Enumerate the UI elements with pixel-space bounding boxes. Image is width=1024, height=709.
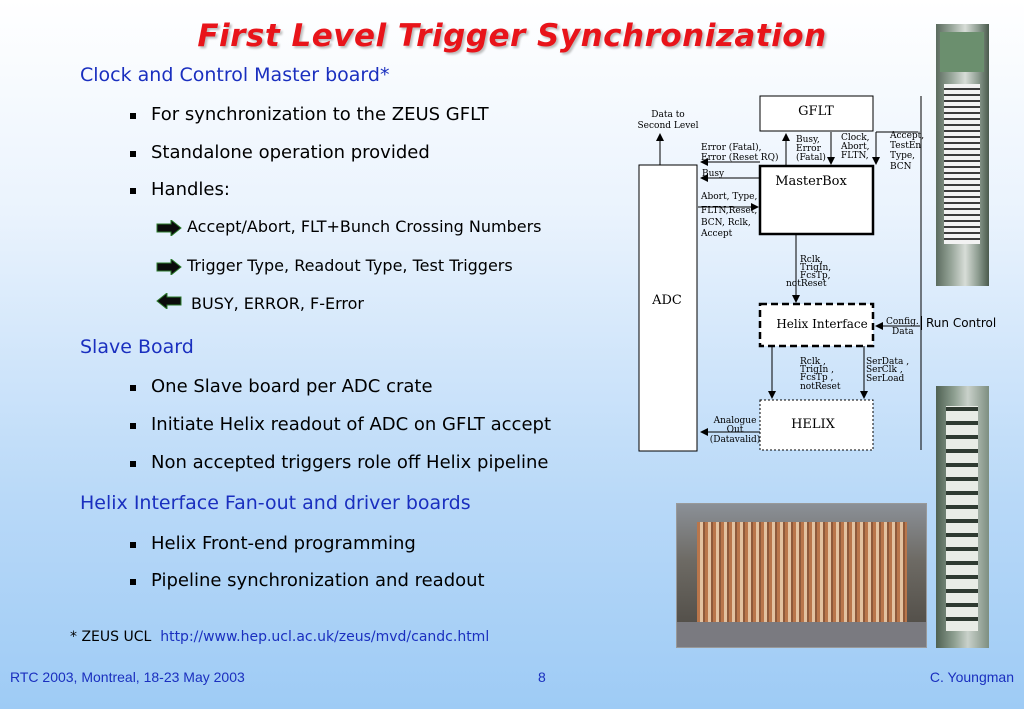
diagram-label: Error (Reset RQ)	[701, 152, 778, 163]
diagram-label: BCN	[890, 162, 912, 172]
bullet-item: For synchronization to the ZEUS GFLT	[151, 104, 489, 125]
diagram-label: FLTN,Reset,	[701, 206, 757, 216]
handles-item: Accept/Abort, FLT+Bunch Crossing Numbers	[187, 217, 542, 236]
helix-interface-label: Helix Interface	[776, 317, 867, 331]
bullet-marker	[130, 461, 136, 467]
board-photo-top	[936, 24, 989, 286]
diagram-label: Data to	[651, 110, 684, 120]
bullet-marker	[130, 423, 136, 429]
section-heading-slave-board: Slave Board	[80, 336, 194, 358]
diagram-label: Config.	[886, 317, 919, 327]
helix-label: HELIX	[791, 417, 836, 432]
diagram-label: (Datavalid)	[710, 434, 761, 445]
bullet-marker	[130, 385, 136, 391]
diagram-label: SerClk ,	[866, 365, 903, 375]
bullet-marker	[130, 151, 136, 157]
arrow-right-icon	[156, 259, 182, 275]
diagram-label: SerLoad	[866, 374, 905, 384]
handles-item: BUSY, ERROR, F-Error	[191, 294, 364, 313]
diagram-label: FLTN,	[841, 151, 869, 161]
masterbox-block	[758, 164, 875, 236]
diagram-label: Clock,	[841, 133, 870, 143]
diagram-label: Abort,	[840, 142, 869, 152]
diagram-label: Rclk,	[800, 255, 823, 265]
masterbox-label: MasterBox	[775, 174, 847, 189]
run-control-label: Run Control	[921, 316, 996, 330]
bullet-item: Helix Front-end programming	[151, 533, 416, 554]
diagram-label: Analogue	[713, 416, 757, 426]
diagram-label: Accept,	[889, 131, 924, 141]
diagram-label: Data	[892, 327, 914, 337]
adc-label: ADC	[651, 293, 682, 308]
arrow-right-icon	[156, 220, 182, 236]
bullet-item: Handles:	[151, 179, 230, 200]
gflt-label: GFLT	[798, 104, 834, 119]
diagram-label: Busy	[702, 169, 725, 179]
crate-photo	[676, 503, 927, 648]
diagram-label: Rclk ,	[800, 357, 826, 367]
diagram-label: Error	[796, 144, 822, 154]
helix-interface-block	[758, 302, 875, 348]
adc-block	[638, 164, 698, 452]
diagram-label: FcsTp ,	[800, 373, 833, 383]
bullet-marker	[130, 542, 136, 548]
bullet-marker	[130, 188, 136, 194]
diagram-label: TrigIn ,	[800, 365, 834, 375]
diagram-label: (Fatal)	[796, 152, 826, 163]
bullet-item: One Slave board per ADC crate	[151, 376, 433, 397]
diagram-label: Out	[727, 425, 744, 435]
slide-title: First Level Trigger Synchronization	[197, 18, 827, 54]
trigger-block-diagram: GFLT MasterBox ADC Helix Interface HELIX…	[638, 95, 924, 452]
footer-left: RTC 2003, Montreal, 18-23 May 2003	[10, 669, 245, 685]
diagram-label: TestEn	[890, 141, 921, 151]
bullet-marker	[130, 579, 136, 585]
diagram-label: Busy,	[796, 135, 820, 145]
footnote: * ZEUS UCL http://www.hep.ucl.ac.uk/zeus…	[70, 629, 489, 645]
bullet-item: Standalone operation provided	[151, 142, 430, 163]
diagram-label: TrigIn,	[800, 263, 831, 273]
footnote-prefix: * ZEUS UCL	[70, 629, 152, 645]
handles-item: Trigger Type, Readout Type, Test Trigger…	[187, 256, 513, 275]
bullet-marker	[130, 113, 136, 119]
bullet-item: Non accepted triggers role off Helix pip…	[151, 452, 549, 473]
bullet-item: Initiate Helix readout of ADC on GFLT ac…	[151, 414, 552, 435]
diagram-label: Second Level	[638, 121, 699, 131]
footnote-link[interactable]: http://www.hep.ucl.ac.uk/zeus/mvd/candc.…	[160, 629, 490, 645]
bullet-item: Pipeline synchronization and readout	[151, 570, 485, 591]
diagram-label: notReset	[786, 279, 827, 289]
section-heading-helix-interface: Helix Interface Fan-out and driver board…	[80, 492, 471, 514]
footer-right: C. Youngman	[929, 669, 1014, 685]
arrow-left-icon	[156, 293, 182, 309]
diagram-label: Error (Fatal),	[701, 142, 762, 153]
diagram-label: SerData ,	[866, 357, 909, 367]
diagram-label: Abort, Type,	[700, 192, 757, 202]
page-number: 8	[538, 669, 546, 685]
diagram-label: Accept	[700, 229, 733, 239]
diagram-label: Type,	[890, 151, 915, 161]
diagram-label: FcsTp,	[800, 271, 831, 281]
gflt-block	[759, 95, 874, 132]
helix-block	[759, 399, 874, 451]
board-photo-bottom	[936, 386, 989, 648]
section-heading-master-board: Clock and Control Master board*	[80, 64, 390, 86]
diagram-label: BCN, Rclk,	[701, 218, 751, 228]
diagram-label: notReset	[800, 382, 841, 392]
